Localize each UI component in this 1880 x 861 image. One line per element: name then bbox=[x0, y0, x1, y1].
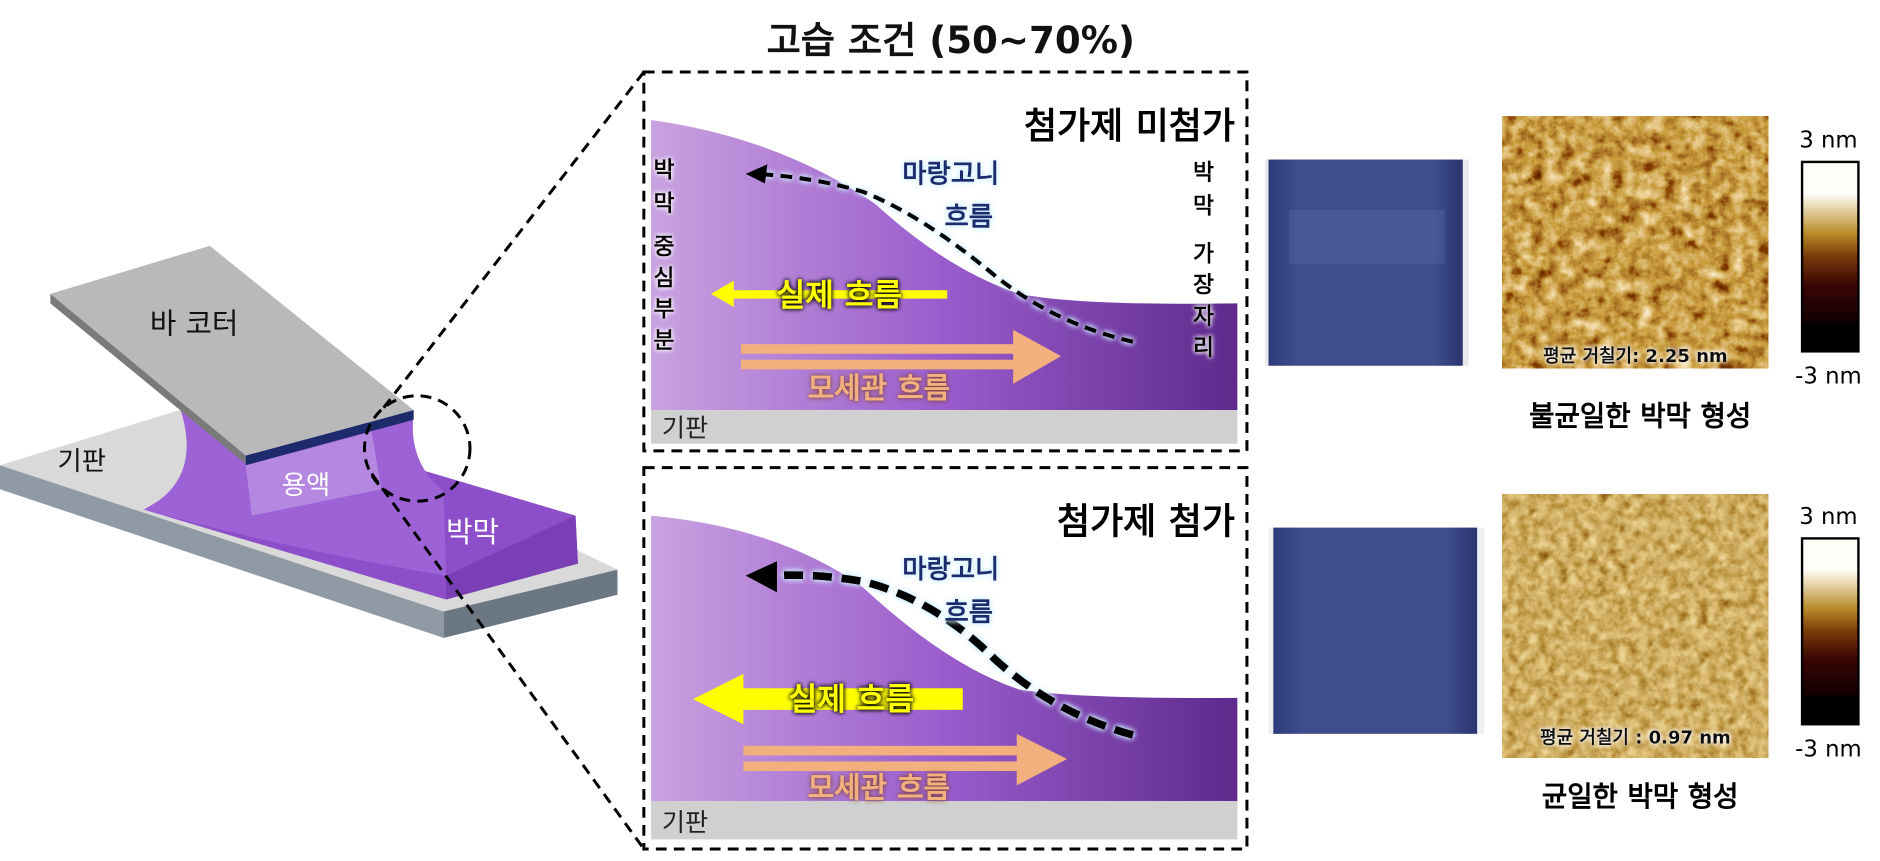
afm-image-with-additive: 평균 거칠기 : 0.97 nm bbox=[1502, 494, 1769, 758]
marangoni-label: 흐름 bbox=[945, 598, 994, 628]
char: 자 bbox=[1193, 304, 1214, 330]
panel-frame bbox=[642, 466, 1249, 851]
actual-flow-arrowhead bbox=[693, 673, 744, 725]
bar-coater-label: 바 코터 bbox=[150, 306, 239, 340]
colorbar-min: -3 nm bbox=[1795, 364, 1862, 390]
colorbar-max: 3 nm bbox=[1799, 128, 1857, 154]
film-edge-label: 박 막 가 장 자 리 bbox=[1193, 160, 1214, 361]
capillary-flow-label: 모세관 흐름 bbox=[808, 770, 950, 804]
bar-coater-top bbox=[50, 245, 414, 456]
capillary-flow-arrow bbox=[743, 761, 1026, 772]
actual-flow-arrow bbox=[737, 688, 963, 710]
zoom-line-top bbox=[382, 71, 646, 409]
colorbar-max: 3 nm bbox=[1799, 504, 1857, 530]
capillary-flow-arrow bbox=[740, 344, 1023, 354]
panel-title: 첨가제 첨가 bbox=[1057, 502, 1235, 543]
bar-coater-edge bbox=[50, 293, 246, 465]
actual-flow-label: 실제 흐름 bbox=[777, 278, 903, 314]
solution-front bbox=[245, 431, 382, 516]
substrate-label: 기판 bbox=[662, 808, 708, 837]
film-label: 박막 bbox=[446, 515, 499, 549]
substrate-bar bbox=[651, 800, 1238, 840]
actual-flow-label: 실제 흐름 bbox=[789, 682, 915, 718]
marangoni-arrow bbox=[757, 171, 1134, 344]
optical-image-no-additive bbox=[1264, 159, 1469, 366]
char: 박 bbox=[1193, 160, 1214, 186]
colorbar-top: 3 nm -3 nm bbox=[1795, 128, 1862, 390]
capillary-flow-arrowhead bbox=[1016, 733, 1068, 786]
colorbar-bottom: 3 nm -3 nm bbox=[1795, 504, 1862, 763]
zoom-circle bbox=[362, 394, 472, 503]
actual-flow-arrow bbox=[731, 290, 948, 299]
capillary-flow-arrow bbox=[743, 745, 1026, 756]
result-label: 불균일한 박막 형성 bbox=[1529, 400, 1751, 433]
optical-image-with-additive bbox=[1268, 527, 1485, 734]
char: 부 bbox=[653, 297, 674, 323]
substrate-bar bbox=[651, 410, 1238, 444]
roughness-label: 평균 거칠기 : 0.97 nm bbox=[1540, 727, 1731, 748]
bar-coater-blade bbox=[245, 410, 414, 466]
colorbar-min: -3 nm bbox=[1795, 737, 1862, 763]
char: 장 bbox=[1193, 273, 1214, 299]
capillary-flow-label: 모세관 흐름 bbox=[808, 371, 950, 405]
char: 분 bbox=[653, 328, 674, 354]
afm-image-no-additive: 평균 거칠기: 2.25 nm bbox=[1502, 116, 1769, 369]
actual-flow-arrowhead bbox=[710, 280, 734, 308]
panel-frame bbox=[642, 70, 1249, 453]
solution-label: 용액 bbox=[282, 471, 331, 501]
char: 중 bbox=[653, 234, 674, 260]
marangoni-label: 흐름 bbox=[945, 202, 994, 232]
marangoni-label: 마랑고니 bbox=[902, 555, 999, 585]
char: 박 bbox=[653, 158, 674, 184]
result-label: 균일한 박막 형성 bbox=[1542, 780, 1739, 813]
char: 가 bbox=[1193, 241, 1214, 267]
substrate-label: 기판 bbox=[58, 447, 107, 477]
marangoni-label: 마랑고니 bbox=[902, 159, 999, 189]
char: 막 bbox=[653, 191, 674, 217]
film-profile bbox=[651, 515, 1238, 801]
char: 심 bbox=[653, 265, 674, 291]
char: 막 bbox=[1193, 193, 1214, 219]
roughness-label: 평균 거칠기: 2.25 nm bbox=[1543, 346, 1727, 367]
figure-title: 고습 조건 (50~70%) bbox=[767, 19, 1135, 62]
film-side bbox=[446, 515, 578, 600]
zoom-line-bottom bbox=[370, 472, 646, 850]
capillary-flow-arrow bbox=[740, 359, 1023, 370]
panel-title: 첨가제 미첨가 bbox=[1024, 106, 1235, 147]
substrate-side bbox=[443, 569, 618, 638]
marangoni-arrowhead bbox=[745, 561, 777, 593]
marangoni-arrow bbox=[773, 571, 1135, 739]
coating-illustration: 바 코터 기판 용액 박막 bbox=[0, 71, 646, 850]
substrate-label: 기판 bbox=[662, 413, 708, 442]
substrate-front bbox=[0, 465, 444, 638]
char: 리 bbox=[1193, 335, 1214, 361]
capillary-flow-arrowhead bbox=[1013, 329, 1062, 384]
marangoni-arrowhead bbox=[745, 164, 768, 184]
film-center-label: 박 막 중 심 부 분 bbox=[653, 158, 674, 354]
panel-with-additive: 첨가제 첨가 기판 마랑고니 흐름 실제 흐름 모세관 흐름 bbox=[642, 466, 1249, 851]
film-profile bbox=[651, 119, 1238, 411]
panel-no-additive: 첨가제 미첨가 기판 박 막 중 심 부 분 박 막 가 장 자 리 마랑고니 … bbox=[642, 70, 1249, 453]
